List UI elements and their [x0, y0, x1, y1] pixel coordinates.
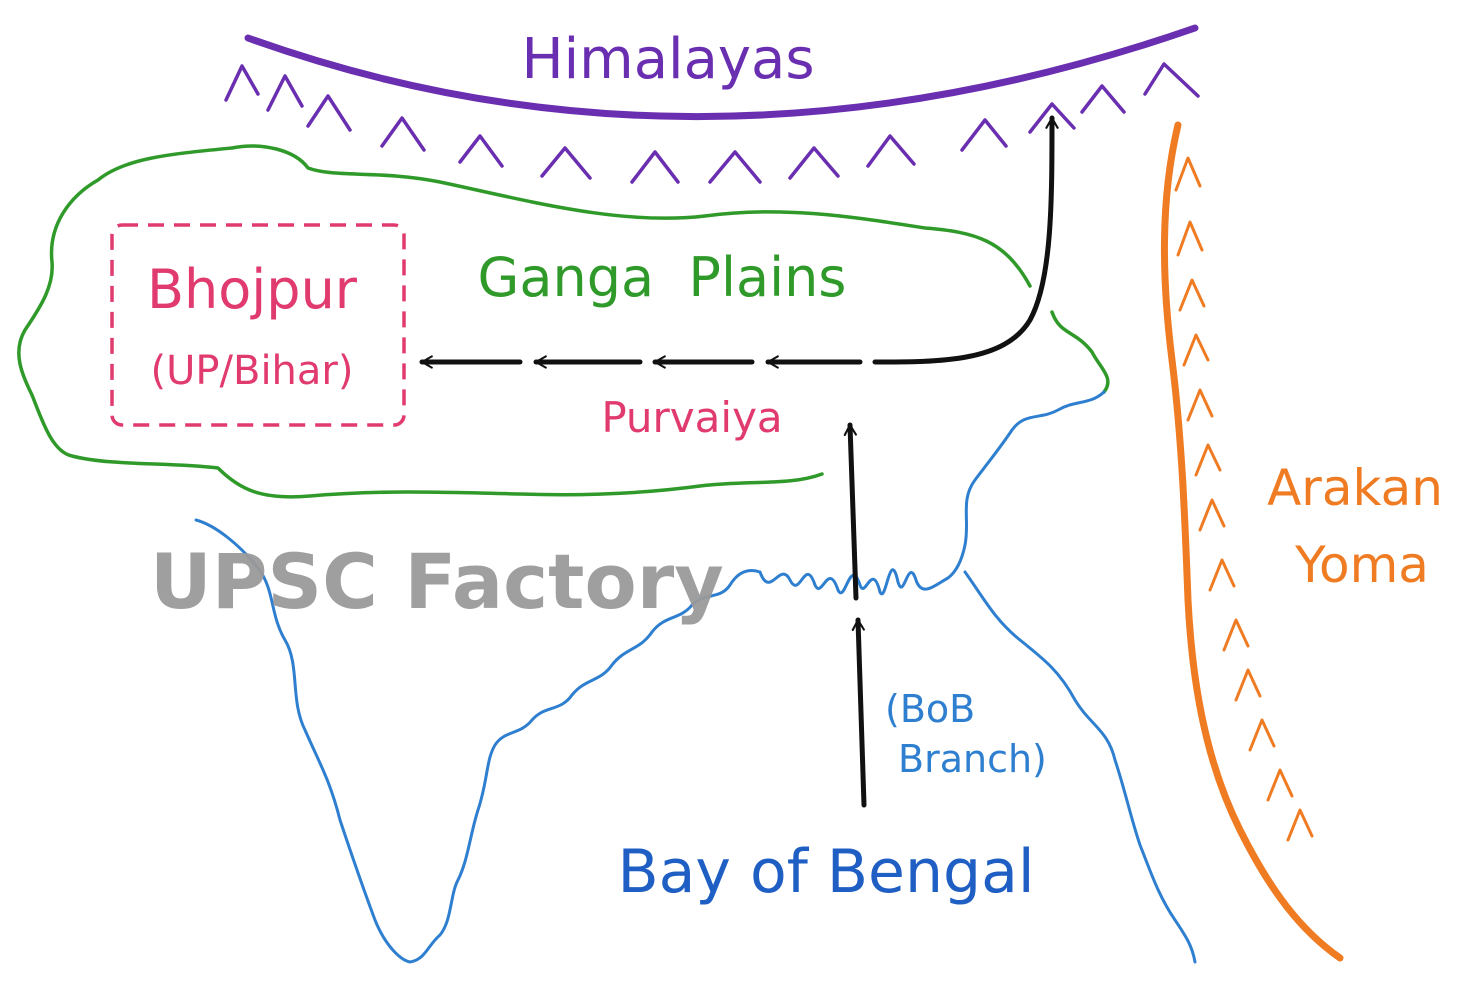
mountain-peak-icon	[1080, 84, 1126, 114]
mountain-peak-icon	[458, 134, 504, 168]
mountain-peak-icon	[1178, 278, 1206, 312]
arakan-yoma-range: Arakan Yoma	[1160, 121, 1443, 962]
himalayas-ridge-line	[244, 24, 1199, 120]
bay-of-bengal-label: Bay of Bengal	[617, 837, 1034, 907]
mountain-peak-icon	[540, 146, 592, 180]
ganga-plains-region: Ganga Plains	[17, 144, 1110, 499]
mountain-peak-icon	[306, 94, 352, 132]
mountain-peak-icon	[1143, 62, 1200, 98]
coastline-east	[963, 390, 1197, 964]
mountain-peak-icon	[788, 146, 840, 180]
himalayas-range: Himalayas	[224, 24, 1200, 184]
arakan-yoma-peaks	[1174, 156, 1314, 842]
mountain-peak-icon	[1222, 618, 1250, 652]
coastline-west	[194, 518, 762, 964]
himalaya-deflection-arrow	[872, 115, 1059, 365]
bhojpur-sublabel: (UP/Bihar)	[151, 348, 354, 394]
monsoon-arrows	[419, 115, 1059, 808]
mountain-peak-icon	[960, 118, 1008, 152]
ganga-plains-boundary-east	[1050, 310, 1110, 394]
mountain-peak-icon	[1266, 768, 1294, 802]
watermark-text: UPSC Factory	[150, 537, 724, 626]
bhojpur-label: Bhojpur	[147, 258, 358, 321]
ganga-plains-label: Ganga Plains	[478, 246, 847, 309]
mountain-peak-icon	[1286, 808, 1314, 842]
coastline	[194, 390, 1197, 964]
arakan-yoma-ridge-line	[1160, 121, 1344, 962]
himalayas-peaks	[224, 62, 1200, 184]
mountain-peak-icon	[630, 150, 680, 184]
mountain-peak-icon	[1194, 443, 1222, 477]
mountain-peak-icon	[1186, 388, 1214, 422]
bhojpur-box: Bhojpur (UP/Bihar)	[110, 223, 406, 427]
mountain-peak-icon	[266, 74, 304, 112]
mountain-peak-icon	[380, 116, 426, 152]
mountain-peak-icon	[1028, 102, 1076, 134]
bob-branch-arrow-lower	[851, 617, 867, 808]
purvaiya-label: Purvaiya	[601, 393, 782, 442]
mountain-peak-icon	[1248, 718, 1276, 752]
mountain-peak-icon	[866, 134, 916, 168]
mountain-peak-icon	[1234, 668, 1262, 702]
bhojpur-dashed-border	[110, 223, 406, 427]
arakan-yoma-label-line1: Arakan	[1267, 459, 1443, 517]
bob-branch-label-line2: Branch)	[898, 737, 1047, 781]
himalayas-label: Himalayas	[521, 27, 814, 92]
bob-branch-label-line1: (BoB	[885, 687, 975, 731]
bob-branch-arrow-upper	[843, 422, 859, 601]
coastline-delta	[758, 543, 967, 596]
mountain-peak-icon	[1198, 498, 1226, 532]
arakan-yoma-label-line2: Yoma	[1294, 536, 1429, 594]
mountain-peak-icon	[708, 150, 762, 184]
mountain-peak-icon	[1176, 220, 1204, 257]
mountain-peak-icon	[1174, 156, 1202, 192]
ganga-plains-boundary	[17, 144, 1032, 499]
mountain-peak-icon	[224, 64, 260, 102]
mountain-peak-icon	[1182, 333, 1210, 367]
mountain-peak-icon	[1208, 558, 1236, 592]
